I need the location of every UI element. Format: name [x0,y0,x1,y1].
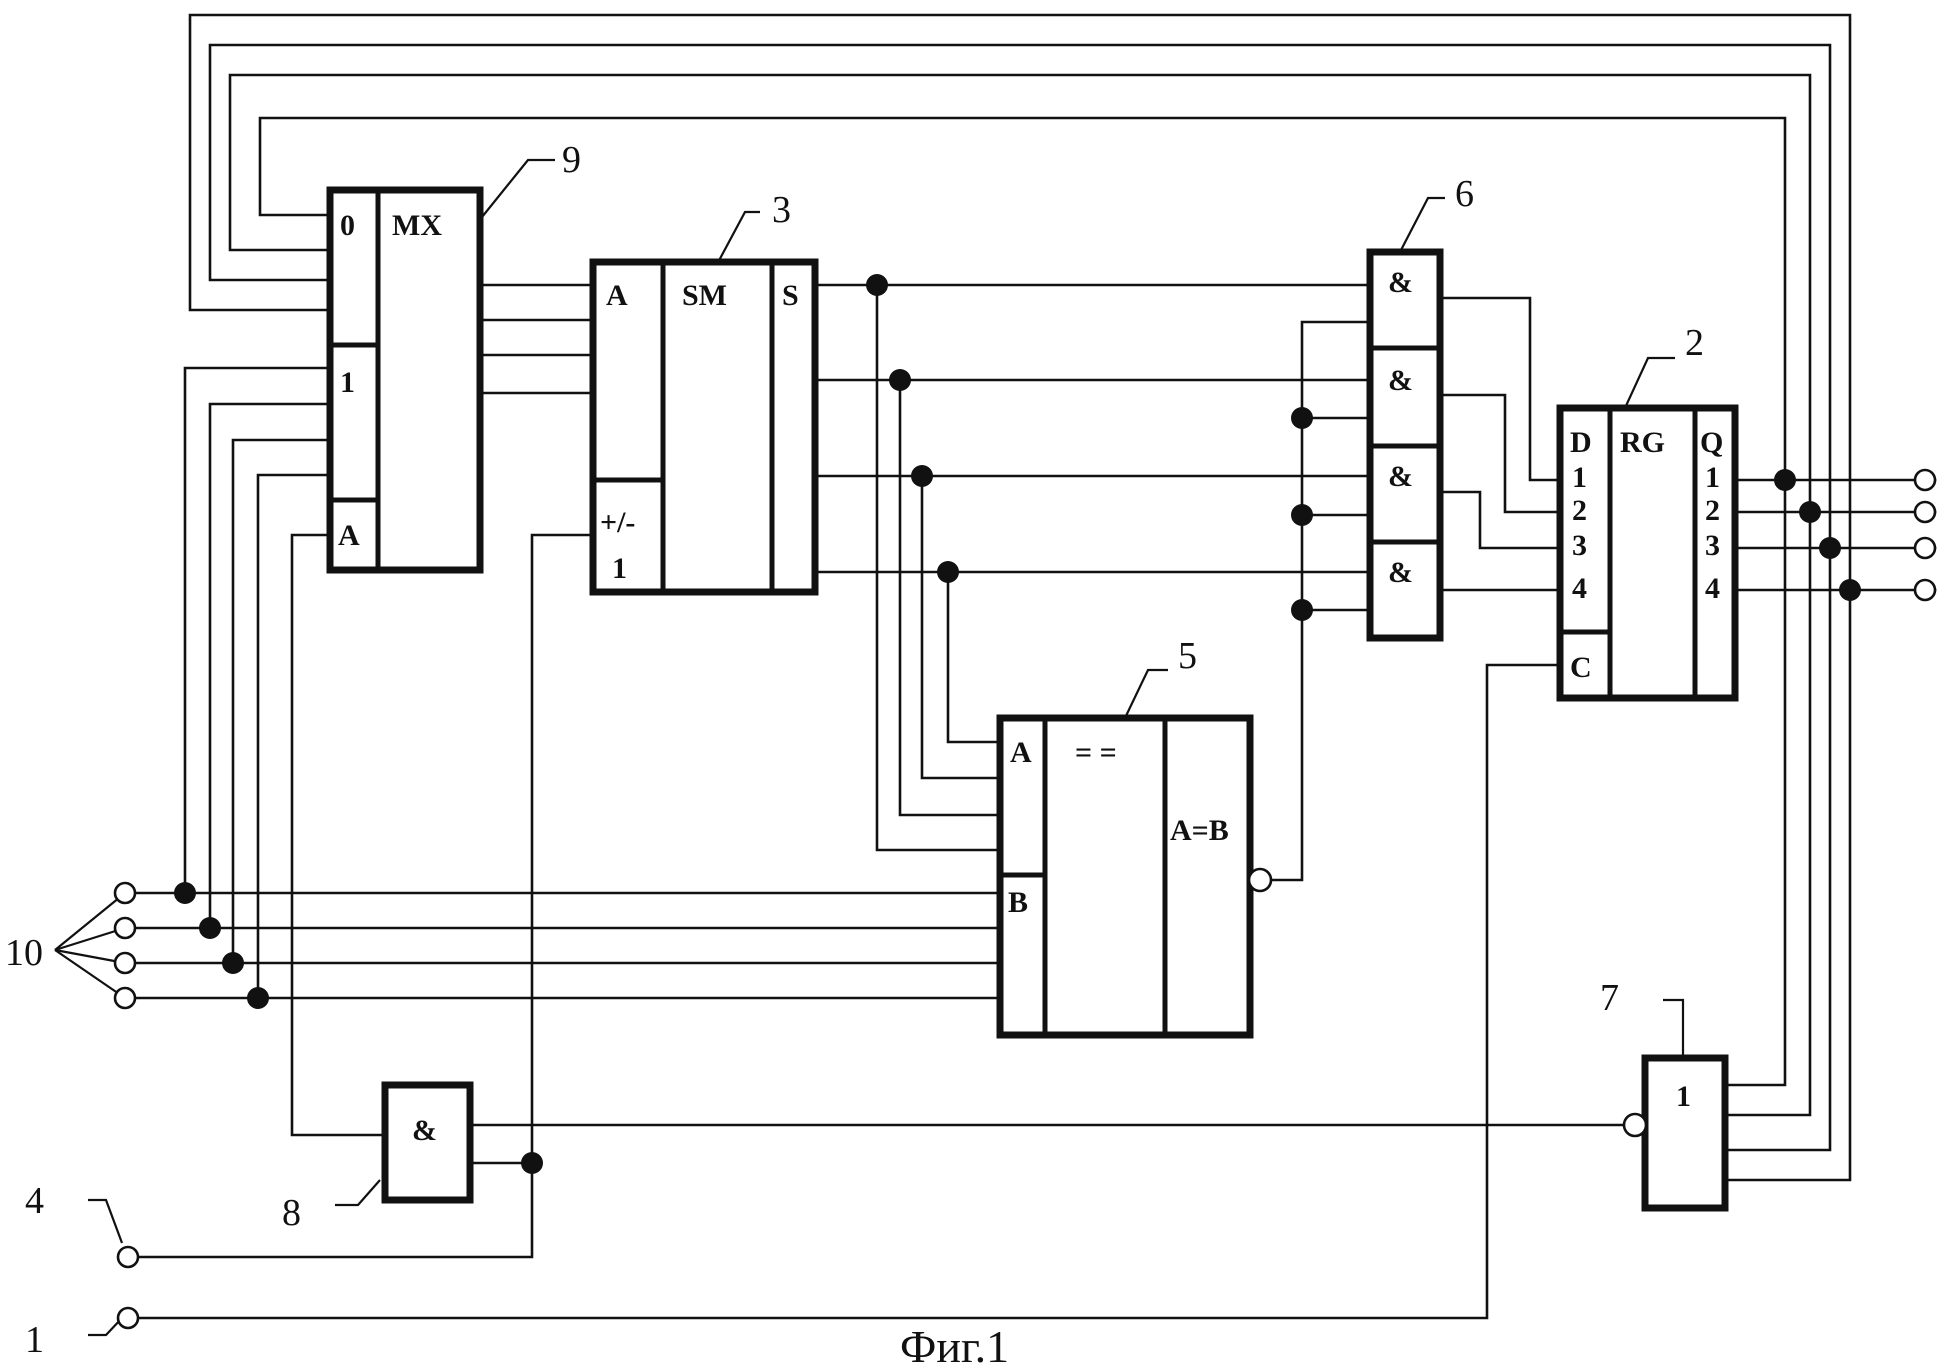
adder-control-one-label: 1 [612,552,627,585]
register-q-bit-label: 3 [1705,529,1720,562]
input-terminal-10-bit1 [115,883,135,903]
ref-number-8: 8 [282,1192,301,1234]
adder-input-a-label: A [606,279,628,312]
input-terminal-10-bit2 [115,918,135,938]
output-terminal-q1 [1915,470,1935,490]
comparator-title: = = [1075,736,1117,769]
ref-number-3: 3 [772,189,791,231]
ref-number-9: 9 [562,139,581,181]
ref-number-7: 7 [1600,977,1619,1019]
mux-input0-label: 0 [340,209,355,242]
input-terminal-1 [118,1308,138,1328]
junction-dot [247,987,269,1009]
or-gate-7: 1 [1624,1058,1725,1208]
and-gate-group: & & & & [1370,252,1440,638]
register-d-label: D [1570,426,1592,459]
ref-number-6: 6 [1455,173,1474,215]
comparator-input-a-label: A [1010,736,1032,769]
adder-control-label: +/- [600,506,635,539]
junction-dot [911,465,933,487]
junction-dot [1774,469,1796,491]
mux-input1-label: 1 [340,366,355,399]
output-terminal-q4 [1915,580,1935,600]
register-d-bit-label: 4 [1572,572,1587,605]
register-q-bit-label: 4 [1705,572,1720,605]
register-d-bit-label: 3 [1572,529,1587,562]
and8-label: & [412,1114,437,1147]
junction-dot [1291,407,1313,429]
and-gate-8: & [385,1085,470,1200]
reference-numbers: 9 3 6 2 5 7 8 4 1 10 [5,139,1704,1361]
ref-number-10: 10 [5,932,43,974]
ref-number-2: 2 [1685,322,1704,364]
junction-dot [1839,579,1861,601]
comparator-block: A = = A=B B [1000,718,1271,1035]
register-q-label: Q [1700,426,1723,459]
output-terminal-q3 [1915,538,1935,558]
junction-dot [866,274,888,296]
register-clock-label: C [1570,651,1592,684]
junction-dot [889,369,911,391]
input-terminal-10-bit4 [115,988,135,1008]
junction-dot [1291,599,1313,621]
output-terminal-q2 [1915,502,1935,522]
junction-dot [222,952,244,974]
junction-dot [199,917,221,939]
register-d-bit-label: 2 [1572,494,1587,527]
ref-number-5: 5 [1178,635,1197,677]
mux-address-label: A [338,519,360,552]
inverter-bubble [1249,869,1271,891]
and-gate-label: & [1388,556,1413,589]
adder-block: A SM S +/- 1 [593,262,815,592]
junction-dot [937,561,959,583]
register-title: RG [1620,426,1665,459]
ref-number-1: 1 [25,1319,44,1361]
input-terminal-4 [118,1247,138,1267]
register-q-bit-label: 2 [1705,494,1720,527]
junction-dot [1291,504,1313,526]
junction-dot [1819,537,1841,559]
junction-dot [174,882,196,904]
register-q-bit-label: 1 [1705,461,1720,494]
register-d-bit-label: 1 [1572,461,1587,494]
junction-dot [1799,501,1821,523]
inverter-bubble [1624,1114,1646,1136]
adder-title: SM [682,279,727,312]
or7-label: 1 [1676,1080,1691,1113]
adder-output-s-label: S [782,279,799,312]
and-gate-label: & [1388,364,1413,397]
and-gate-label: & [1388,460,1413,493]
input-terminal-10-bit3 [115,953,135,973]
mux-title: MX [392,209,442,242]
multiplexer-block: 0 MX 1 A [330,190,480,570]
register-block: D RG Q 1 2 3 4 1 2 3 4 C [1560,408,1735,698]
comparator-input-b-label: B [1008,886,1028,919]
junction-dot [521,1152,543,1174]
and-gate-label: & [1388,266,1413,299]
comparator-output-label: A=B [1170,814,1229,847]
ref-number-4: 4 [25,1180,44,1222]
figure-caption: Фиг.1 [900,1321,1009,1371]
